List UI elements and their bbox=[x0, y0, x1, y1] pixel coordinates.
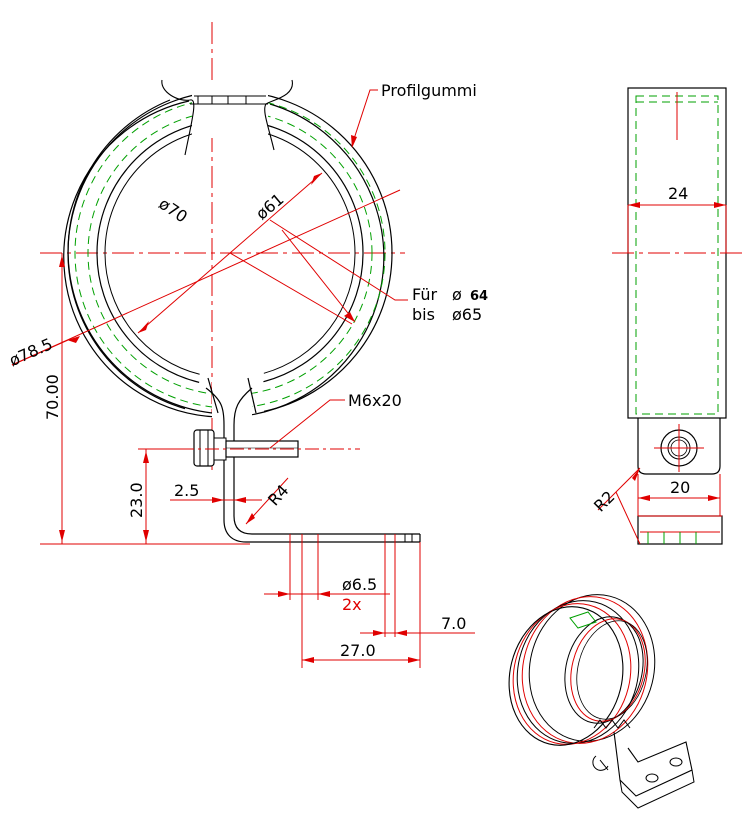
iso-bolt bbox=[592, 755, 609, 771]
side-view: 24 20 R2 bbox=[590, 87, 745, 545]
bolt-m6 bbox=[180, 429, 360, 467]
label-hole: ø6.5 bbox=[342, 575, 377, 594]
iso-hole-1 bbox=[645, 773, 659, 783]
iso-clamp-teeth bbox=[593, 719, 631, 729]
ring-top-band bbox=[190, 95, 268, 105]
label-hole-count: 2x bbox=[342, 595, 362, 614]
label-fuer: Für bbox=[412, 285, 437, 304]
leader-fuer bbox=[269, 219, 408, 301]
label-dia61: ø61 bbox=[252, 189, 287, 223]
bracket-right-leg bbox=[233, 387, 420, 535]
break-line-right bbox=[264, 79, 293, 151]
label-profilgummi: Profilgummi bbox=[381, 81, 477, 100]
iso-rubber-mark bbox=[569, 611, 597, 629]
label-d27: 27.0 bbox=[340, 641, 376, 660]
label-d25: 2.5 bbox=[174, 481, 199, 500]
label-dia70: ø70 bbox=[155, 194, 191, 227]
break-line-left bbox=[161, 79, 195, 156]
leader-profilgummi bbox=[351, 89, 378, 146]
iso-bracket bbox=[613, 731, 693, 797]
ring-end-right bbox=[247, 377, 257, 414]
ring-end-left bbox=[207, 377, 219, 414]
front-view: Profilgummi ø70 ø61 ø78.5 Für ø 64 bis ø… bbox=[6, 22, 488, 668]
isometric-view bbox=[508, 594, 695, 809]
iso-hole-2 bbox=[669, 757, 683, 767]
side-rubber bbox=[635, 95, 719, 415]
iso-ring-front bbox=[508, 606, 624, 746]
dim-d785-line bbox=[11, 189, 401, 366]
label-dia785: ø78.5 bbox=[6, 334, 55, 370]
label-w24: 24 bbox=[668, 184, 688, 203]
label-bolt: M6x20 bbox=[348, 391, 402, 410]
label-fuer-64: 64 bbox=[470, 289, 488, 304]
iso-ring-inner-2 bbox=[570, 618, 646, 722]
label-h23: 23.0 bbox=[127, 482, 146, 518]
label-r4: R4 bbox=[264, 481, 292, 510]
ring-outer-left bbox=[67, 99, 213, 414]
label-bis-65: ø65 bbox=[452, 305, 482, 324]
ring-outer-outline bbox=[63, 100, 385, 418]
iso-ring-mid-2 bbox=[512, 603, 632, 745]
label-d7: 7.0 bbox=[441, 614, 466, 633]
dim-r2-line bbox=[597, 467, 641, 511]
label-bis: bis bbox=[412, 305, 435, 324]
label-r2: R2 bbox=[590, 487, 618, 515]
label-h70: 70.00 bbox=[43, 374, 62, 420]
iso-ring-back-1 bbox=[528, 594, 656, 742]
leader-bolt bbox=[269, 399, 345, 449]
iso-ring-back-2 bbox=[521, 596, 649, 744]
label-fuer-phi: ø bbox=[452, 285, 462, 304]
iso-ring-inner-1 bbox=[564, 616, 644, 724]
label-w20: 20 bbox=[670, 478, 690, 497]
bracket-left-leg bbox=[205, 387, 420, 543]
dim-d61-line bbox=[281, 229, 356, 323]
dim-d61-line2 bbox=[229, 252, 353, 325]
iso-ring-mid-1 bbox=[516, 600, 640, 744]
